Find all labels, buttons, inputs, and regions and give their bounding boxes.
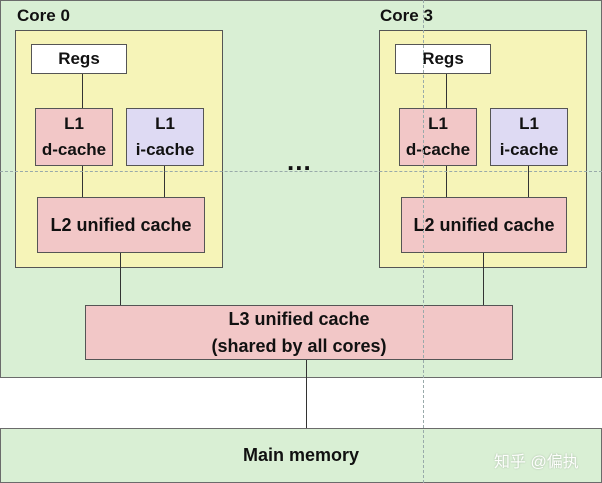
watermark-text: 知乎 @偏执 [494,454,579,471]
core-3-l1d-line2: d-cache [405,140,471,159]
core-0-l1i-line2: i-cache [135,140,195,159]
core-0-l2-cache: L2 unified cache [37,197,205,253]
core-0-regs-connector [82,74,83,108]
l3-line2: (shared by all cores) [211,335,387,356]
core-3-l1i-line2: i-cache [499,140,559,159]
core-0-l1d-connector [82,166,83,197]
l3-line1: L3 unified cache [228,308,370,329]
l3-to-memory-connector [306,360,307,428]
core-3-l1i-connector [528,166,529,197]
core-3-l1-dcache: L1 d-cache [399,108,477,166]
core-3-l2-cache: L2 unified cache [401,197,567,253]
core-0-l1i-connector [164,166,165,197]
core-3-title: Core 3 [380,6,433,25]
main-memory-label: Main memory [242,445,360,465]
core-3-l1d-connector [446,166,447,197]
core-3-l1d-line1: L1 [428,114,448,133]
main-memory-area: Main memory [0,428,602,483]
core-3-regs: Regs [395,44,491,74]
core-0-l1d-line1: L1 [64,114,84,133]
core-0-title: Core 0 [17,6,70,25]
core-0-l1-dcache: L1 d-cache [35,108,113,166]
dashed-guide-horizontal [0,171,602,172]
dashed-guide-vertical [423,0,424,483]
more-cores-ellipsis: ... [287,146,312,176]
core-0-l1d-line2: d-cache [41,140,107,159]
l3-unified-cache: L3 unified cache (shared by all cores) [85,305,513,360]
core-3-l2-connector [483,253,484,305]
core-3-l1-icache: L1 i-cache [490,108,568,166]
core-3-l1i-line1: L1 [519,114,539,133]
core-0-l2-connector [120,253,121,305]
core-3-regs-connector [446,74,447,108]
core-0-regs: Regs [31,44,127,74]
core-0-l1i-line1: L1 [155,114,175,133]
core-0-l1-icache: L1 i-cache [126,108,204,166]
